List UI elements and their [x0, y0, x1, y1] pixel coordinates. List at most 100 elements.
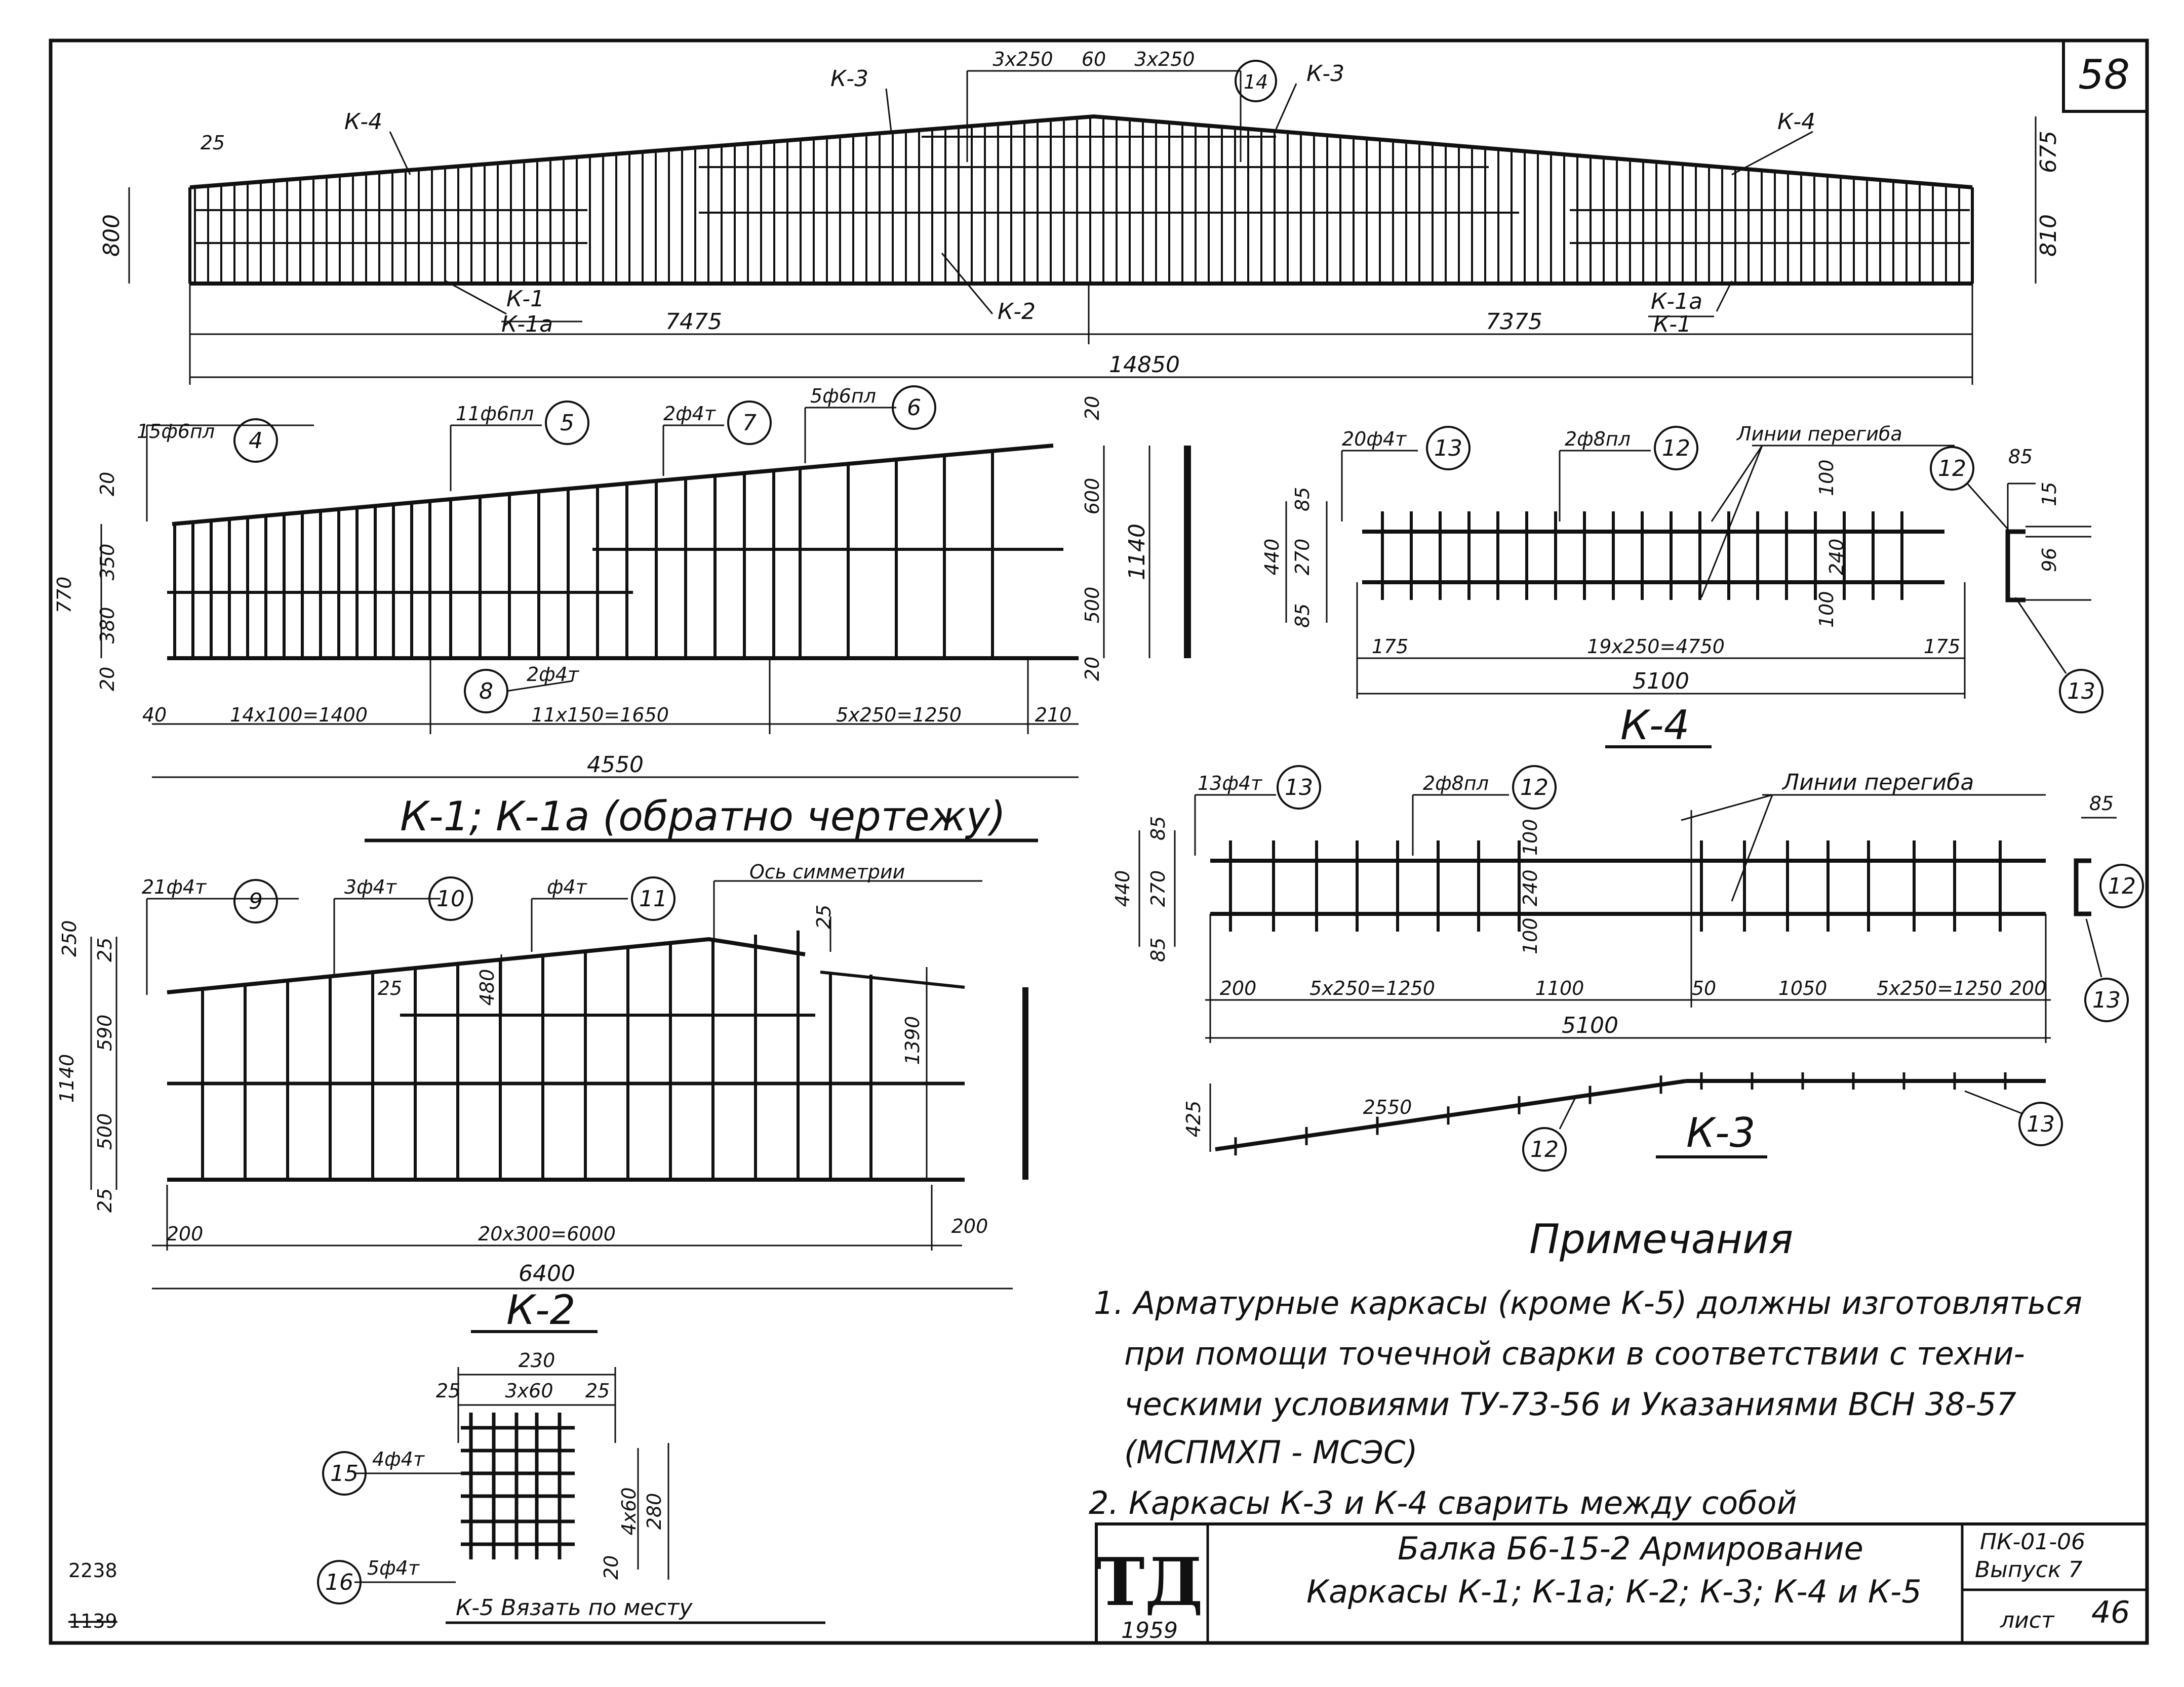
k3-section-85: 85	[2089, 792, 2114, 815]
k3-dim-1250b: 5x250=1250	[1877, 977, 2002, 999]
beam-mark-14: 14	[1244, 71, 1268, 93]
k2-dim-590: 590	[94, 1015, 116, 1052]
notes-line-3: ческими условиями ТУ-73-56 и Указаниями …	[1124, 1386, 2016, 1423]
k4-dim-5100: 5100	[1633, 668, 1689, 694]
k4-dim-85a: 85	[1291, 487, 1314, 511]
stamp-list-number: 46	[2091, 1595, 2130, 1630]
beam-dim-top-right: 3x250	[1134, 48, 1195, 70]
stamp-title-1: Балка Б6-15-2 Армирование	[1398, 1530, 1863, 1567]
k1-callout-4: 4	[249, 428, 263, 454]
beam-top-chord	[189, 114, 1973, 189]
beam-label-k1a-right: К-1а	[1651, 289, 1702, 314]
k3-dim-100a: 100	[1519, 819, 1541, 856]
k1-dim-20b: 20	[96, 667, 118, 691]
notes-heading: Примечания	[1529, 1216, 1793, 1263]
k4-section-12: 12	[1938, 456, 1966, 481]
k3-developed-13: 13	[2027, 1111, 2055, 1137]
k2-dim-25a: 25	[94, 938, 116, 962]
beam-dim-right: 7375	[1486, 309, 1542, 335]
k3-dim-200a: 200	[1220, 977, 1257, 999]
beam-label-k4-right: К-4	[1777, 109, 1815, 135]
k4-dim-175a: 175	[1372, 635, 1409, 658]
k3-callout-13: 13	[1285, 775, 1313, 800]
k1-dim-600: 600	[1081, 478, 1103, 515]
k3-section-12: 12	[2108, 873, 2136, 899]
k1-dim-1140: 1140	[1124, 524, 1150, 580]
k2-dim-6400: 6400	[519, 1261, 575, 1287]
notes: Примечания 1. Арматурные каркасы (кроме …	[1089, 1216, 2082, 1521]
k3-dim-240: 240	[1519, 869, 1541, 906]
k2-symmetry-axis: Ось симметрии	[749, 861, 905, 883]
k1-callout-6-text: 5ф6пл	[810, 385, 876, 407]
notes-line-1: 1. Арматурные каркасы (кроме К-5) должны…	[1094, 1284, 2082, 1321]
k2-dim-1390: 1390	[901, 1016, 924, 1065]
stamp-issue: Выпуск 7	[1975, 1557, 2082, 1583]
frame-k3: 13ф4т 13 2ф8пл 12 Линии перегиба 85 270 …	[1111, 765, 2144, 1172]
k2-dim-200a: 200	[167, 1223, 204, 1245]
k3-dim-1250a: 5x250=1250	[1309, 977, 1435, 999]
stamp-year: 1959	[1121, 1618, 1178, 1643]
k1-dim-1400: 14x100=1400	[230, 704, 368, 726]
k3-dim-425: 425	[1182, 1101, 1205, 1138]
k1-callout-5: 5	[560, 410, 574, 436]
k4-title: К-4	[1620, 702, 1690, 749]
k1-dim-770: 770	[53, 577, 75, 614]
k2-top-chord	[167, 937, 806, 994]
frame-k2: 21ф4т 9 3ф4т 10 ф4т 11 Ось симметрии 250…	[56, 861, 1028, 1334]
k3-bent-bar	[1215, 1079, 1687, 1151]
beam-label-k1a: К-1а	[501, 311, 553, 337]
k5-callout-16-text: 5ф4т	[367, 1557, 420, 1579]
k1-dim-40: 40	[142, 704, 167, 726]
beam-label-k3-left: К-3	[830, 66, 868, 92]
k5-callout-16: 16	[325, 1570, 353, 1595]
k1-dim-210: 210	[1035, 704, 1072, 726]
k1-dim-500: 500	[1081, 587, 1103, 624]
k2-dim-250: 250	[58, 920, 81, 957]
k3-section-13: 13	[2092, 987, 2121, 1013]
k1-dim-350: 350	[96, 544, 118, 581]
margin-note-2: 1139	[68, 1610, 117, 1632]
k5-title: К-5 Вязать по месту	[456, 1595, 693, 1621]
beam-dim-left: 7475	[665, 309, 722, 335]
k2-callout-9-text: 21ф4т	[142, 876, 207, 898]
k5-dim-3x60: 3x60	[505, 1380, 553, 1402]
k5-dim-20: 20	[600, 1555, 622, 1580]
k3-dim-270: 270	[1147, 870, 1169, 907]
beam-dim-810: 810	[2036, 214, 2061, 257]
k5-callout-15: 15	[330, 1461, 359, 1487]
k4-callout-13-text: 20ф4т	[1342, 428, 1407, 450]
beam-dim-total: 14850	[1109, 352, 1180, 378]
k2-dim-6000: 20x300=6000	[478, 1223, 616, 1245]
k3-dim-5100: 5100	[1562, 1013, 1618, 1038]
k4-dim-100b: 100	[1815, 591, 1838, 628]
beam-label-k1-right: К-1	[1653, 311, 1691, 337]
k4-dim-440: 440	[1261, 539, 1283, 576]
beam-label-k4-left: К-4	[344, 109, 382, 135]
k4-dim-100a: 100	[1815, 459, 1838, 496]
k3-developed-12: 12	[1530, 1137, 1559, 1162]
k3-dim-85a: 85	[1147, 816, 1169, 840]
k1-callout-4-text: 15ф6пл	[137, 420, 215, 443]
k4-dim-4750: 19x250=4750	[1587, 635, 1725, 658]
k1-callout-5-text: 11ф6пл	[456, 403, 534, 425]
beam-dim-top-left: 3x250	[992, 48, 1053, 70]
stamp-title-2: Каркасы К-1; К-1а; К-2; К-3; К-4 и К-5	[1306, 1573, 1922, 1610]
k4-section-13: 13	[2067, 678, 2095, 704]
k3-dim-85b: 85	[1147, 938, 1169, 962]
k4-section-85: 85	[2008, 446, 2033, 468]
sheet-number-box: 58	[2062, 39, 2149, 113]
k4-dim-175b: 175	[1924, 635, 1961, 658]
k2-callout-11: 11	[639, 886, 667, 912]
k1-dim-1250: 5x250=1250	[836, 704, 962, 726]
beam-label-k2: К-2	[998, 299, 1036, 325]
k3-title: К-3	[1686, 1109, 1756, 1156]
k3-callout-12: 12	[1520, 775, 1548, 800]
margin-note-1: 2238	[68, 1559, 117, 1582]
k2-callout-10: 10	[436, 886, 465, 912]
k3-dim-1050: 1050	[1778, 977, 1828, 999]
k3-callout-12-text: 2ф8пл	[1423, 772, 1489, 794]
notes-line-4: (МСПМХП - МСЭС)	[1124, 1434, 1418, 1471]
k2-dim-1140: 1140	[56, 1054, 78, 1103]
k1-callout-7: 7	[742, 410, 757, 436]
